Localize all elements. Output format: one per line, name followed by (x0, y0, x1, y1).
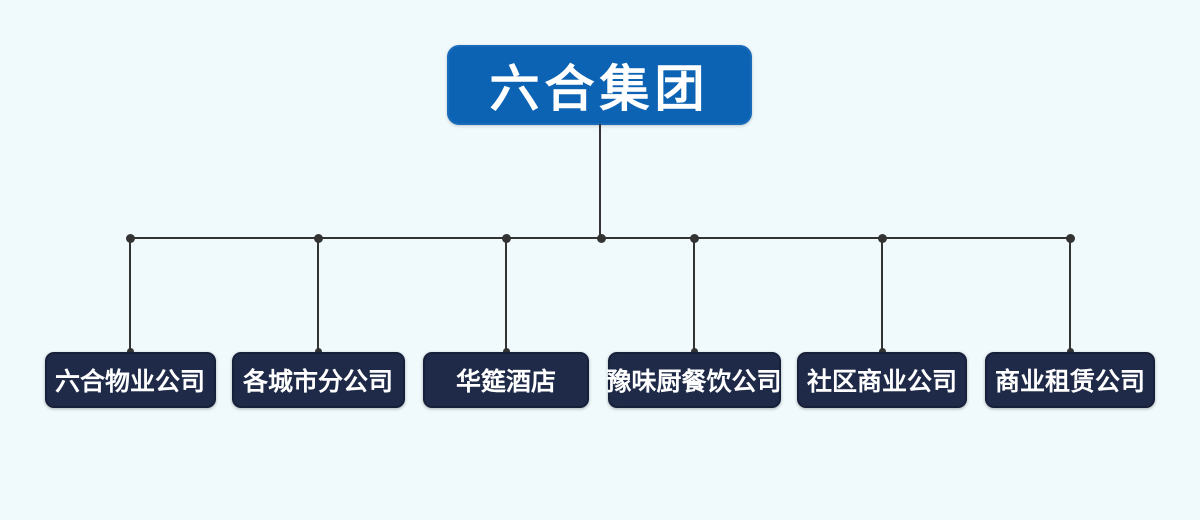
connector-dot (596, 233, 606, 243)
connector-dot (878, 347, 886, 355)
connector-dot (1065, 233, 1075, 243)
org-node-child[interactable]: 豫味厨餐饮公司 (607, 352, 782, 408)
connector-dot (502, 347, 510, 355)
connector-line (317, 238, 319, 354)
connector-dot (1066, 347, 1074, 355)
connector-dot (313, 233, 323, 243)
connector-line (599, 124, 601, 238)
connector-line (693, 238, 695, 354)
connector-dot (877, 233, 887, 243)
connector-line (505, 238, 507, 354)
connector-line (129, 238, 131, 354)
org-node-child[interactable]: 华筵酒店 (423, 352, 589, 408)
org-node-child[interactable]: 商业租赁公司 (985, 352, 1155, 408)
connector-line (881, 238, 883, 354)
connector-dot (690, 347, 698, 355)
org-node-child[interactable]: 社区商业公司 (797, 352, 967, 408)
connector-dot (314, 347, 322, 355)
org-node-child[interactable]: 各城市分公司 (231, 352, 405, 408)
connector-dot (501, 233, 511, 243)
connector-dot (689, 233, 699, 243)
org-node-child[interactable]: 六合物业公司 (44, 352, 216, 408)
connector-dot (126, 347, 134, 355)
org-node-root[interactable]: 六合集团 (447, 45, 752, 125)
connector-dot (125, 233, 135, 243)
connector-line (1069, 238, 1071, 354)
